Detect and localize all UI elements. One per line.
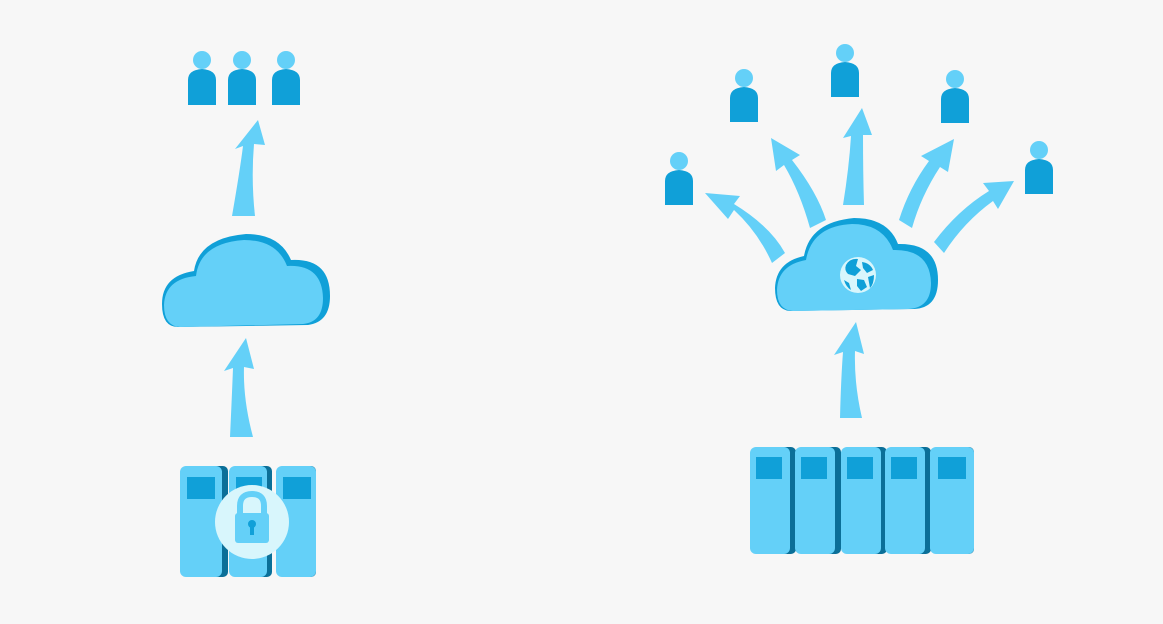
user-icon xyxy=(1025,141,1053,194)
private-cloud-group xyxy=(162,51,330,577)
arrow-icon xyxy=(934,181,1014,253)
cloud-icon xyxy=(775,218,938,311)
user-icon xyxy=(941,70,969,123)
server-icon xyxy=(841,447,887,554)
server-icon xyxy=(276,466,316,577)
user-icon xyxy=(665,152,693,205)
arrow-up-icon xyxy=(232,120,265,216)
arrow-up-icon xyxy=(834,322,864,418)
user-icon xyxy=(188,51,216,105)
arrow-icon xyxy=(771,138,826,228)
server-icon xyxy=(795,447,841,554)
user-icon xyxy=(831,44,859,97)
arrow-icon xyxy=(705,193,785,263)
public-servers xyxy=(750,447,974,554)
private-servers xyxy=(180,466,316,577)
private-users xyxy=(188,51,300,105)
server-icon xyxy=(750,447,796,554)
lock-icon xyxy=(215,485,289,559)
arrow-icon xyxy=(843,108,872,205)
arrow-icon xyxy=(899,139,954,228)
user-icon xyxy=(272,51,300,105)
public-cloud-group xyxy=(665,44,1053,554)
server-icon xyxy=(930,447,974,554)
server-icon xyxy=(885,447,931,554)
globe-icon xyxy=(840,257,876,293)
arrow-up-icon xyxy=(224,338,254,437)
cloud-icon xyxy=(162,234,330,327)
user-icon xyxy=(730,69,758,122)
user-icon xyxy=(228,51,256,105)
public-users xyxy=(665,44,1053,205)
server-icon xyxy=(180,466,228,577)
